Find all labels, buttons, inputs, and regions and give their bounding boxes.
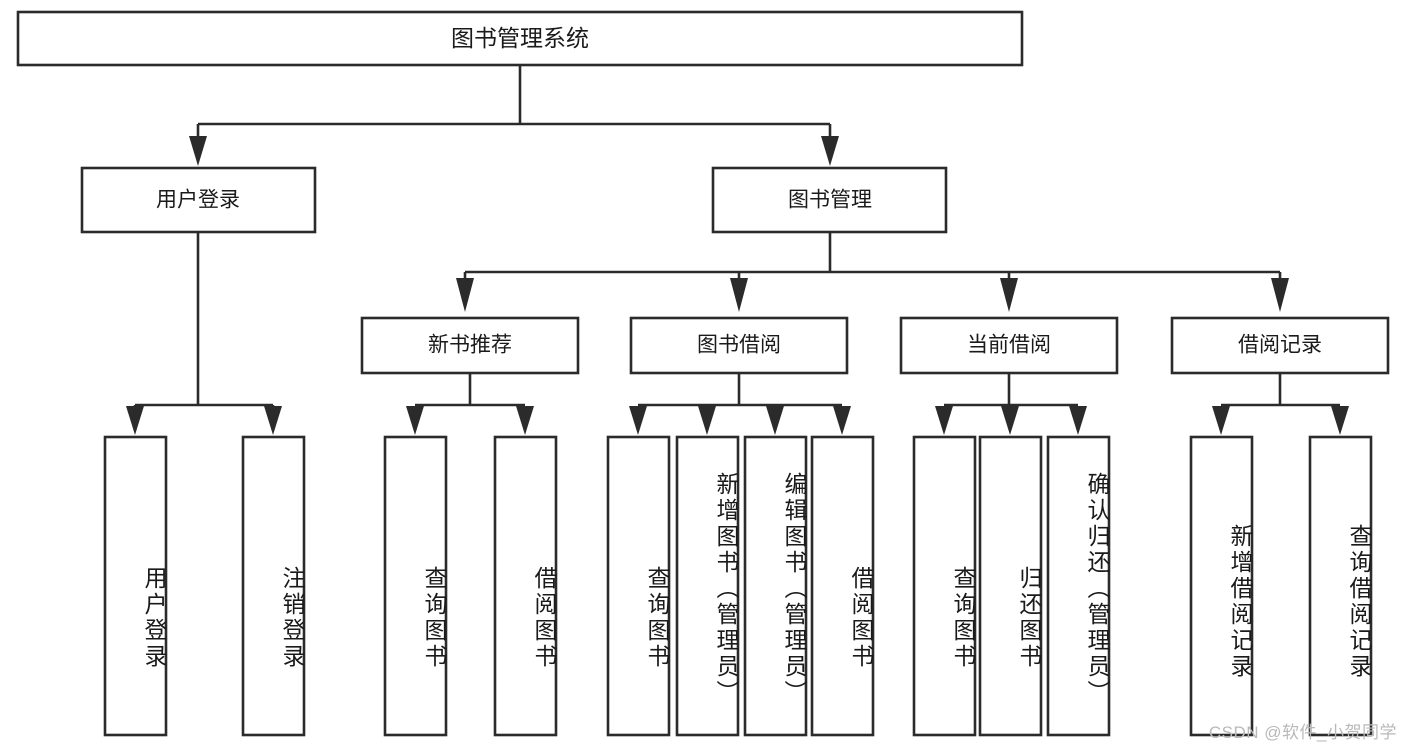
node-new-book-recommend[interactable]: 新书推荐 [360, 316, 580, 375]
node-user-login-box[interactable] [80, 166, 317, 234]
node-root[interactable]: 图书管理系统 [16, 10, 1024, 67]
connector-group-user-login [126, 232, 282, 435]
node-leaf-borrow-book-2-box[interactable] [810, 435, 875, 737]
node-leaf-query-book-3-box[interactable] [912, 435, 977, 737]
arrow-head-leaf-confirm-return [1069, 406, 1087, 435]
node-new-book-recommend-label: 新书推荐 [428, 334, 512, 357]
connector-group-book-manage [456, 232, 1289, 312]
node-current-borrow-label: 当前借阅 [967, 334, 1051, 357]
node-borrow-record-box[interactable] [1170, 316, 1390, 375]
node-leaf-query-book-1-box[interactable] [383, 435, 448, 737]
arrow-head-leaf-query-book-2 [629, 406, 647, 435]
node-book-borrow-box[interactable] [629, 316, 849, 375]
node-leaf-return-book-box[interactable] [978, 435, 1043, 737]
arrow-head-book-manage [821, 136, 839, 166]
arrow-head-leaf-borrow-book-2 [833, 406, 851, 435]
arrow-head-current-borrow [1000, 278, 1018, 312]
connector-group-new-book-recommend [406, 373, 534, 435]
node-root-box[interactable] [16, 10, 1024, 67]
node-leaf-query-book-2-box[interactable] [606, 435, 671, 737]
node-leaf-add-book-box[interactable] [675, 435, 740, 737]
watermark-text: CSDN @软件_小贺同学 [1208, 723, 1397, 742]
arrow-head-new-book-recommend [456, 278, 474, 312]
node-root-label: 图书管理系统 [451, 25, 589, 51]
connector-group-borrow-record [1212, 373, 1349, 435]
arrow-head-borrow-record [1271, 278, 1289, 312]
node-leaf-query-record-box[interactable] [1308, 435, 1373, 737]
arrow-head-leaf-user-login [126, 406, 144, 435]
arrow-head-leaf-query-record [1331, 406, 1349, 435]
node-leaf-borrow-book-1-box[interactable] [493, 435, 558, 737]
node-leaf-user-login-box[interactable] [103, 435, 168, 737]
node-current-borrow[interactable]: 当前借阅 [899, 316, 1119, 375]
node-book-borrow[interactable]: 图书借阅 [629, 316, 849, 375]
node-leaf-logout-box[interactable] [241, 435, 306, 737]
arrow-head-leaf-query-book-1 [406, 406, 424, 435]
node-new-book-recommend-box[interactable] [360, 316, 580, 375]
arrow-head-leaf-query-book-3 [935, 406, 953, 435]
arrow-head-leaf-borrow-book-1 [516, 406, 534, 435]
arrow-head-leaf-logout [264, 406, 282, 435]
node-leaf-edit-book-box[interactable] [743, 435, 808, 737]
arrow-head-book-borrow [730, 278, 748, 312]
node-user-login-label: 用户登录 [156, 189, 240, 212]
connector-group-book-borrow [629, 373, 851, 435]
node-borrow-record[interactable]: 借阅记录 [1170, 316, 1390, 375]
node-user-login[interactable]: 用户登录 [80, 166, 317, 234]
arrow-head-leaf-edit-book [766, 406, 784, 435]
arrow-head-leaf-add-book [698, 406, 716, 435]
node-book-borrow-label: 图书借阅 [697, 334, 781, 357]
node-current-borrow-box[interactable] [899, 316, 1119, 375]
node-book-manage-label: 图书管理 [788, 189, 872, 212]
connector-group-current-borrow [935, 373, 1087, 435]
arrow-head-leaf-add-record [1212, 406, 1230, 435]
node-leaf-add-record-box[interactable] [1189, 435, 1254, 737]
node-borrow-record-label: 借阅记录 [1238, 334, 1322, 357]
node-book-manage[interactable]: 图书管理 [711, 166, 948, 234]
node-book-manage-box[interactable] [711, 166, 948, 234]
arrow-head-leaf-return-book [1001, 406, 1019, 435]
node-leaf-confirm-return-box[interactable] [1046, 435, 1111, 737]
connector-group-root [189, 65, 839, 166]
arrow-head-user-login [189, 136, 207, 166]
